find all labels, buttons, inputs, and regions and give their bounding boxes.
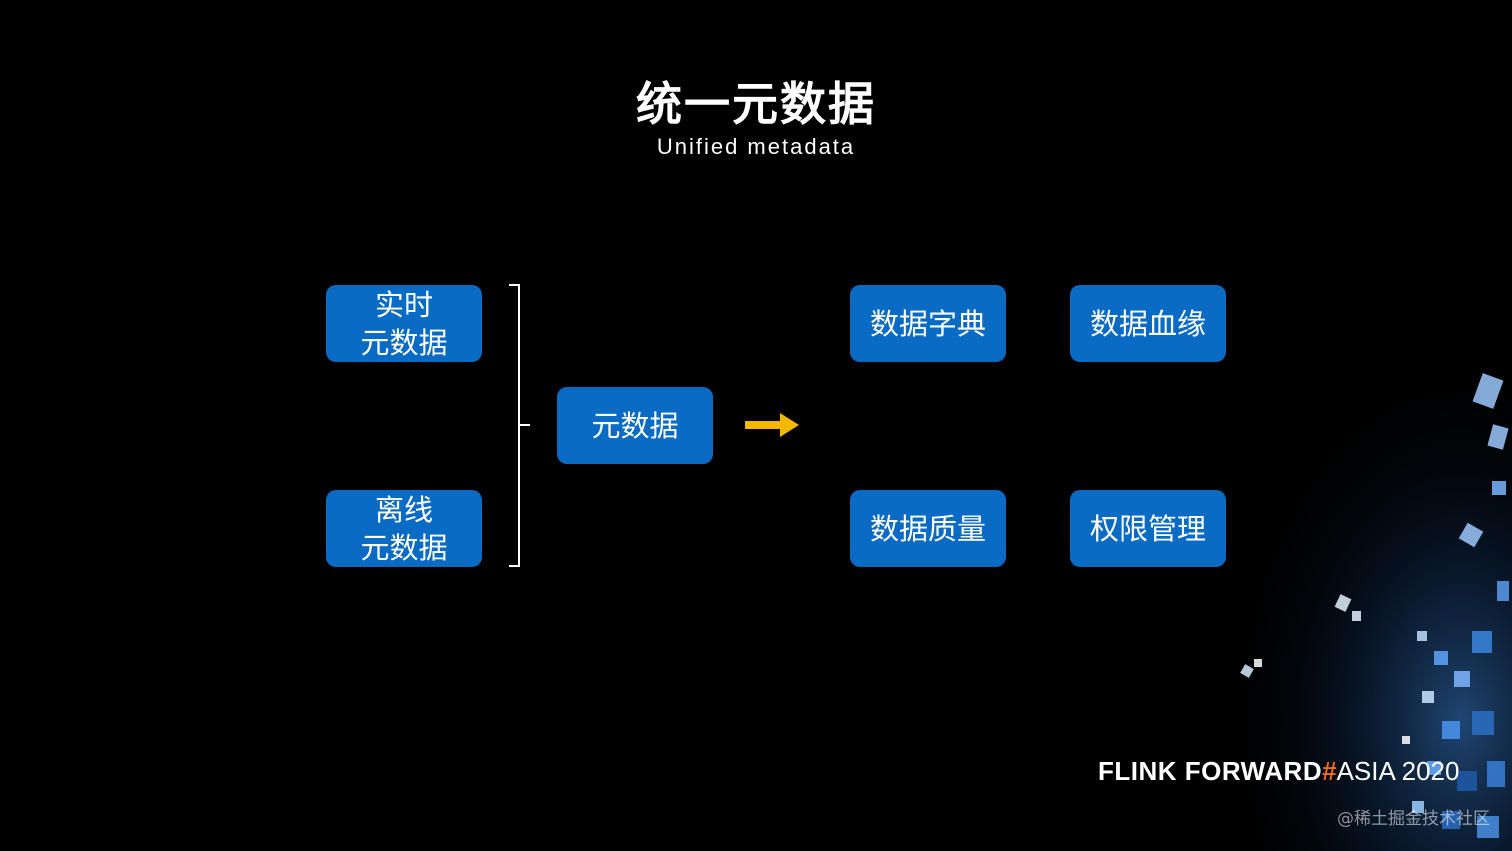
right-arrow-icon — [745, 413, 799, 437]
brand-event: ASIA 2020 — [1336, 756, 1460, 786]
brand-hash: # — [1322, 756, 1337, 786]
watermark: @稀土掘金技术社区 — [1337, 809, 1490, 829]
data-dictionary-label: 数据字典 — [869, 306, 986, 341]
decorative-cubes-graphic — [1172, 331, 1512, 851]
data-quality-box: 数据质量 — [850, 490, 1006, 567]
data-lineage-label: 数据血缘 — [1089, 306, 1206, 341]
data-quality-label: 数据质量 — [869, 511, 986, 546]
realtime-metadata-line1: 实时 — [374, 287, 433, 322]
offline-metadata-box: 离线 元数据 — [326, 490, 482, 567]
conference-brand: FLINK FORWARD#ASIA 2020 — [1098, 756, 1459, 787]
data-lineage-box: 数据血缘 — [1070, 285, 1226, 362]
data-dictionary-box: 数据字典 — [850, 285, 1006, 362]
offline-metadata-line1: 离线 — [374, 492, 433, 527]
slide-subtitle: Unified metadata — [656, 134, 856, 159]
merge-bracket — [509, 284, 530, 567]
realtime-metadata-line2: 元数据 — [360, 325, 448, 360]
permission-management-box: 权限管理 — [1070, 490, 1226, 567]
metadata-box: 元数据 — [557, 387, 713, 464]
metadata-label: 元数据 — [591, 408, 679, 443]
offline-metadata-line2: 元数据 — [360, 530, 448, 565]
brand-name: FLINK FORWARD — [1098, 756, 1323, 786]
permission-management-label: 权限管理 — [1089, 511, 1206, 546]
realtime-metadata-box: 实时 元数据 — [326, 285, 482, 362]
slide-title: 统一元数据 — [636, 77, 876, 131]
